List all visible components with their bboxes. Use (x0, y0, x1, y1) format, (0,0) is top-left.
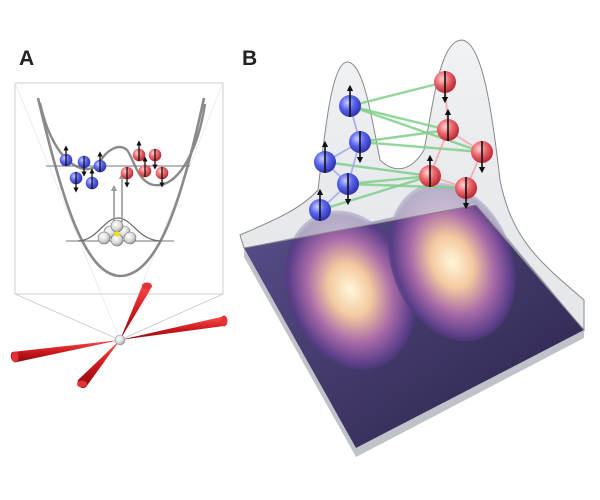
beam-lower (77, 340, 120, 389)
density-peak-right (388, 182, 516, 342)
spin-arrows-panel-a (63, 140, 165, 193)
optical-tweezer-beams (10, 282, 228, 389)
panel-label-b: B (242, 47, 258, 70)
ground-state-wavefunction (77, 217, 161, 242)
projection-line-right (119, 293, 224, 341)
projection-line-upper-left (14, 82, 121, 341)
beam-right-tip (220, 315, 228, 327)
tweezer-focus-atom (114, 334, 126, 346)
beam-upper (120, 282, 151, 340)
panel-b (239, 39, 585, 457)
trap-potential-curve (36, 97, 206, 278)
beam-right (120, 316, 227, 340)
inset-frame (14, 82, 224, 295)
projection-line-upper-right (119, 82, 224, 341)
panel-a (10, 82, 228, 389)
projection-line-left (14, 293, 121, 341)
beam-left (10, 340, 120, 363)
blue-atoms-panel-b (309, 95, 371, 221)
tunneling-links (319, 80, 483, 212)
plate-edge (244, 248, 584, 457)
beam-lower-tip (77, 380, 87, 388)
beam-left-tip (11, 351, 19, 363)
spin-arrows-panel-b (316, 71, 486, 221)
cluster-core (114, 231, 120, 237)
panel-label-a: A (19, 47, 35, 70)
density-image (284, 182, 516, 370)
beam-upper-tip (142, 282, 152, 290)
initial-atom-cluster (97, 219, 137, 247)
density-peak-left (284, 210, 416, 370)
